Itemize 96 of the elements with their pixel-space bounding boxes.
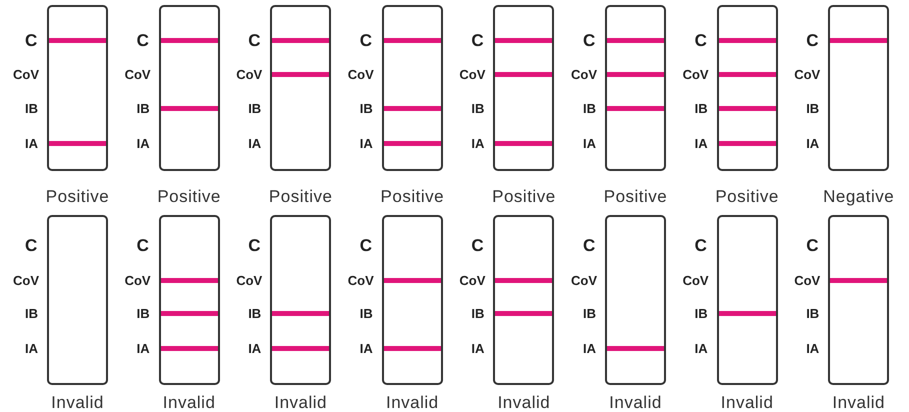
line-marker-label: C xyxy=(583,236,596,254)
line-marker-label: IB xyxy=(360,102,373,114)
line-marker-label: C xyxy=(694,236,707,254)
line-marker-label: CoV xyxy=(348,68,374,80)
result-label: Invalid xyxy=(162,394,216,411)
line-marker-label: CoV xyxy=(794,274,820,286)
line-marker-label: IA xyxy=(248,342,262,354)
test-strip xyxy=(605,215,666,385)
result-label: Invalid xyxy=(384,394,440,411)
line-marker-label: IA xyxy=(471,342,484,354)
line-marker-label: C xyxy=(806,236,818,254)
test-strip xyxy=(382,215,443,385)
line-marker-label: IA xyxy=(136,136,150,150)
test-strip xyxy=(158,215,220,385)
line-marker-label: IB xyxy=(136,102,150,114)
line-marker-label: IB xyxy=(136,306,150,320)
line-marker-label: CoV xyxy=(459,68,486,80)
line-marker-label: IA xyxy=(25,136,38,150)
line-marker-label: IA xyxy=(248,136,262,150)
line-marker-label: IA xyxy=(25,342,38,354)
line-marker-label: C xyxy=(25,32,38,48)
test-strip xyxy=(493,215,554,385)
test-strip xyxy=(605,5,666,171)
line-marker-label: CoV xyxy=(682,68,709,80)
result-label: Negative xyxy=(822,188,896,205)
test-strip xyxy=(828,5,890,171)
line-marker-label: CoV xyxy=(13,68,39,80)
test-strip xyxy=(158,5,220,171)
line-marker-label: C xyxy=(360,32,372,48)
line-marker-label: IA xyxy=(360,136,373,150)
line-marker-label: C xyxy=(360,236,372,254)
result-label: Invalid xyxy=(273,394,328,411)
result-label: Positive xyxy=(44,188,110,205)
line-marker-label: CoV xyxy=(682,274,709,286)
line-marker-label: CoV xyxy=(124,274,151,286)
result-label: Invalid xyxy=(720,394,774,411)
line-marker-label: IB xyxy=(694,306,708,320)
line-marker-label: C xyxy=(248,236,260,254)
test-strip xyxy=(382,5,443,171)
line-marker-label: IB xyxy=(360,306,373,320)
test-strip xyxy=(47,5,108,171)
line-marker-label: IB xyxy=(806,102,820,114)
result-label: Positive xyxy=(602,188,668,205)
test-strip xyxy=(270,5,332,171)
test-strip xyxy=(493,5,554,171)
line-marker-label: IA xyxy=(694,342,708,354)
line-marker-label: C xyxy=(694,32,707,48)
line-marker-label: CoV xyxy=(794,68,820,80)
line-marker-label: IA xyxy=(806,136,820,150)
line-marker-label: IA xyxy=(136,342,150,354)
line-marker-label: IB xyxy=(25,102,38,114)
line-marker-label: CoV xyxy=(236,274,262,286)
line-marker-label: IA xyxy=(583,342,596,354)
line-marker-label: IA xyxy=(471,136,484,150)
line-marker-label: C xyxy=(248,32,260,48)
line-marker-label: CoV xyxy=(571,68,597,80)
line-marker-label: IB xyxy=(248,306,262,320)
line-marker-label: CoV xyxy=(13,274,39,286)
result-label: Invalid xyxy=(496,394,552,411)
line-marker-label: C xyxy=(471,32,484,48)
line-marker-label: IB xyxy=(471,102,484,114)
line-marker-label: IB xyxy=(471,306,484,320)
line-marker-label: C xyxy=(471,236,484,254)
line-marker-label: CoV xyxy=(348,274,374,286)
line-marker-label: CoV xyxy=(459,274,486,286)
result-label: Invalid xyxy=(831,394,886,411)
line-marker-label: C xyxy=(136,236,149,254)
result-label: Positive xyxy=(380,188,446,205)
line-marker-label: CoV xyxy=(124,68,151,80)
line-marker-label: CoV xyxy=(236,68,262,80)
result-label: Invalid xyxy=(608,394,663,411)
line-marker-label: CoV xyxy=(571,274,597,286)
line-marker-label: IB xyxy=(248,102,262,114)
test-strip xyxy=(716,5,778,171)
line-marker-label: IB xyxy=(583,102,596,114)
test-strip xyxy=(828,215,890,385)
test-strip xyxy=(270,215,332,385)
line-marker-label: IB xyxy=(694,102,708,114)
line-marker-label: IB xyxy=(806,306,820,320)
line-marker-label: IB xyxy=(583,306,596,320)
test-strip xyxy=(716,215,778,385)
line-marker-label: C xyxy=(136,32,149,48)
test-strip xyxy=(47,215,108,385)
line-marker-label: IB xyxy=(25,306,38,320)
line-marker-label: IA xyxy=(583,136,596,150)
line-marker-label: IA xyxy=(694,136,708,150)
result-label: Positive xyxy=(156,188,222,205)
line-marker-label: C xyxy=(583,32,596,48)
line-marker-label: C xyxy=(25,236,38,254)
line-marker-label: C xyxy=(806,32,818,48)
result-label: Positive xyxy=(268,188,334,205)
result-label: Invalid xyxy=(50,394,105,411)
result-label: Positive xyxy=(491,188,557,205)
line-marker-label: IA xyxy=(806,342,820,354)
line-marker-label: IA xyxy=(360,342,373,354)
result-label: Positive xyxy=(714,188,780,205)
